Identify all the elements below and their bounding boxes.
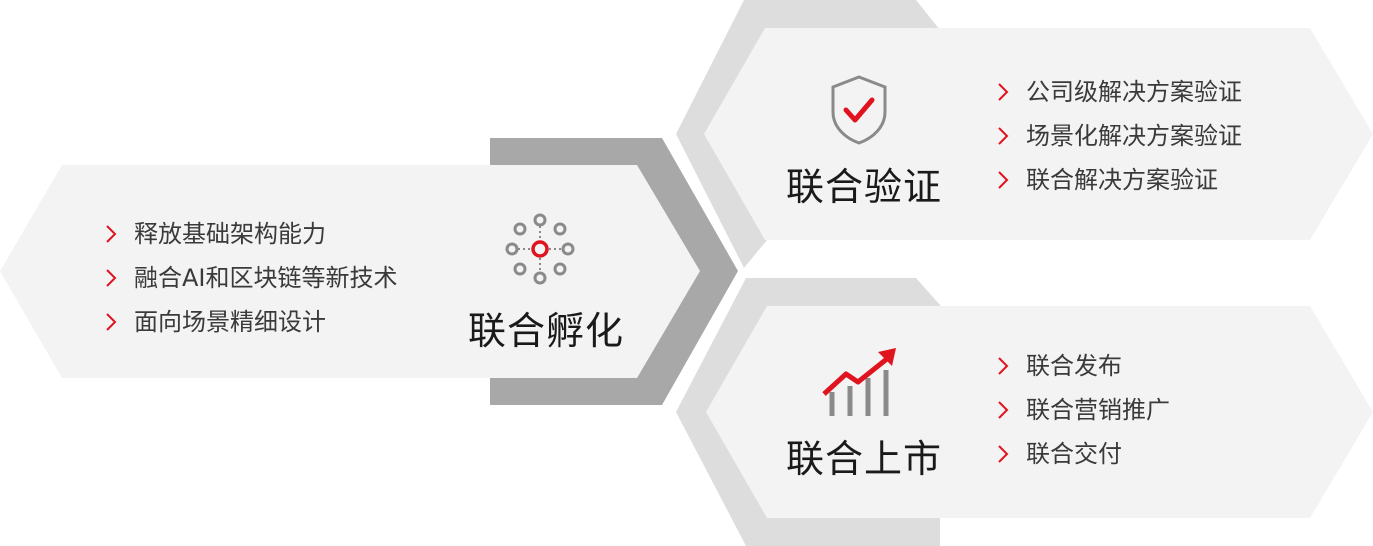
launch-hexagon [706,306,1373,518]
list-item: 释放基础架构能力 [104,212,398,256]
list-item: 联合营销推广 [996,388,1170,432]
list-item: 联合解决方案验证 [996,158,1242,202]
chevron-right-icon [998,83,1009,101]
incubation-hexagon [0,165,700,378]
shield-check-icon [831,75,887,145]
verification-title: 联合验证 [786,165,943,209]
chevron-right-icon [998,401,1009,419]
incubation-title: 联合孵化 [468,309,625,353]
chevron-right-icon [106,225,117,243]
chevron-right-icon [106,269,117,287]
chevron-right-icon [998,357,1009,375]
network-hub-icon [505,213,575,285]
list-item: 联合发布 [996,344,1170,388]
list-item: 联合交付 [996,432,1170,476]
incubation-list: 释放基础架构能力 融合AI和区块链等新技术 面向场景精细设计 [104,212,398,344]
chevron-right-icon [998,445,1009,463]
chevron-right-icon [998,171,1009,189]
launch-list: 联合发布 联合营销推广 联合交付 [996,344,1170,476]
chevron-right-icon [106,313,117,331]
chevron-right-icon [998,127,1009,145]
list-item: 融合AI和区块链等新技术 [104,256,398,300]
list-item: 场景化解决方案验证 [996,114,1242,158]
list-item: 面向场景精细设计 [104,300,398,344]
growth-chart-icon [822,348,896,416]
verification-list: 公司级解决方案验证 场景化解决方案验证 联合解决方案验证 [996,70,1242,202]
launch-title: 联合上市 [786,437,943,481]
list-item: 公司级解决方案验证 [996,70,1242,114]
